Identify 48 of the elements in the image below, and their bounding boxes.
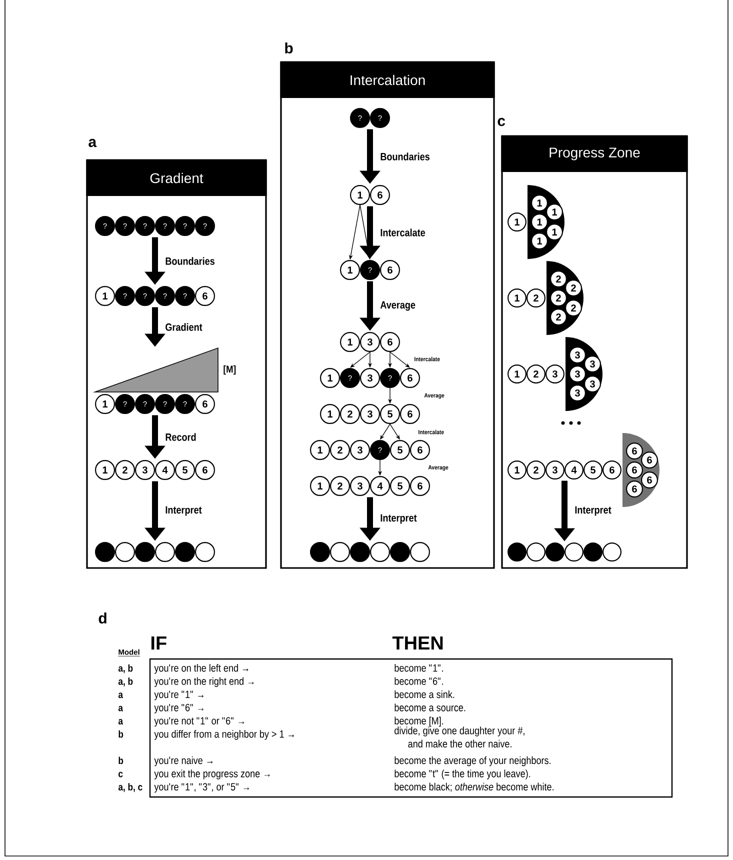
edge-label: Interpret <box>574 505 612 517</box>
beside-label: [M] <box>224 365 236 375</box>
panel-letter: c <box>498 118 506 126</box>
condition-text: you differ from a neighbor by > 1 → <box>154 730 294 740</box>
edge-label: Boundaries <box>164 256 216 266</box>
model-label: b <box>118 756 124 764</box>
panel-letter: a <box>88 138 97 148</box>
column-heading: THEN <box>392 636 443 650</box>
condition-text: you're not "1" or "6" → <box>154 717 244 727</box>
panel-letter: d <box>98 612 106 624</box>
edge-label: Boundaries <box>379 152 431 162</box>
column-heading: IF <box>151 636 166 650</box>
action-text: become a sink. <box>394 690 454 698</box>
action-text: divide, give one daughter your #, and make the other naive. <box>394 726 524 748</box>
condition-text: you're naive → <box>154 756 213 766</box>
action-text: become a source. <box>394 704 466 712</box>
action-text: become the average of your neighbors. <box>394 756 550 766</box>
panel-header: Intercalation <box>280 62 495 98</box>
condition-text: you're "1", "3", or "5" → <box>154 783 249 793</box>
model-label: a, b <box>118 664 133 674</box>
panel-header: Gradient <box>86 160 267 196</box>
action-text: become "6". <box>394 677 443 685</box>
condition-text: you exit the progress zone → <box>154 770 270 780</box>
edge-label: Record <box>164 432 198 442</box>
model-label: b <box>118 730 124 738</box>
edge-label: Interpret <box>379 513 418 525</box>
model-label: a <box>118 719 124 724</box>
edge-label: Gradient <box>164 322 204 332</box>
model-label: a, b, c <box>118 783 142 792</box>
condition-text: you're "6" → <box>154 704 204 714</box>
model-label: c <box>118 772 123 778</box>
panel-header: Progress Zone <box>501 136 688 172</box>
edge-label: Intercalate <box>379 228 426 238</box>
edge-label: Average <box>379 300 416 312</box>
action-text: become [M]. <box>394 716 444 727</box>
action-text: become "1". <box>394 664 443 672</box>
model-label: a <box>118 692 124 698</box>
model-label: a <box>118 706 124 712</box>
arrow <box>390 352 410 368</box>
condition-text: you're "1" → <box>154 690 204 700</box>
action-text: become black; otherwise become white. <box>394 782 554 792</box>
panel-letter: b <box>285 42 293 54</box>
action-text: become "t" (= the time you leave). <box>394 770 530 780</box>
condition-text: you're on the right end → <box>154 677 254 687</box>
model-label: a, b <box>118 678 133 686</box>
edge-label: Interpret <box>164 505 203 517</box>
arrow <box>350 352 370 368</box>
condition-text: you're on the left end → <box>154 664 248 674</box>
